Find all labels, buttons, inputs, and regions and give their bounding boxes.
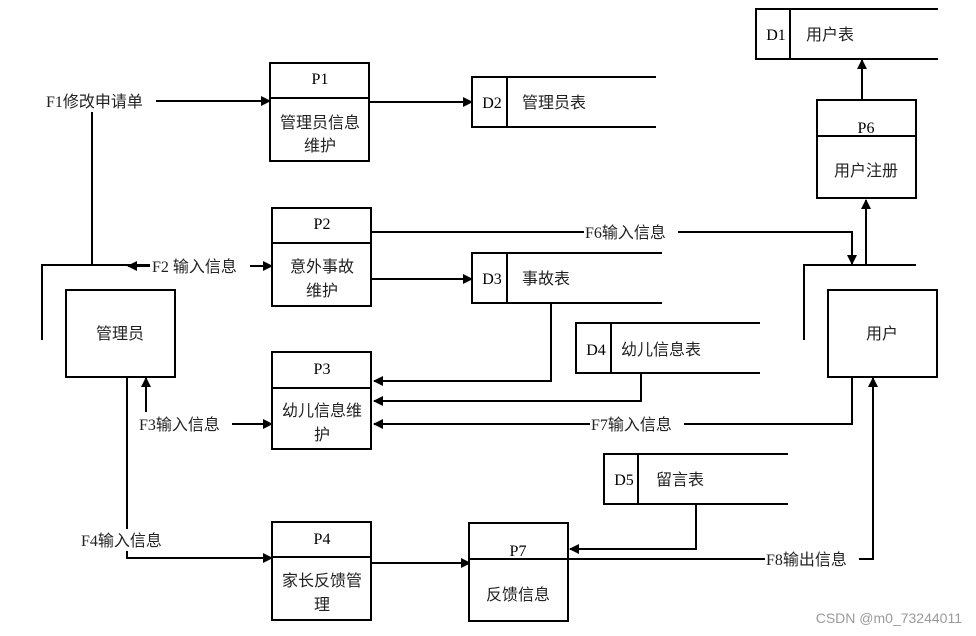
process-p2-name-2: 维护 (306, 282, 338, 300)
process-p2-name: 意外事故 (290, 257, 354, 276)
process-p3-id: P3 (314, 361, 331, 378)
datastore-d4-id: D4 (586, 342, 606, 359)
process-p3-name: 幼儿信息维 (282, 402, 362, 420)
process-p1-name: 管理员信息 (280, 114, 360, 132)
datastore-d5-id: D5 (614, 472, 634, 489)
process-p4-name-2: 理 (314, 597, 330, 614)
datastore-d3-id: D3 (482, 271, 502, 288)
user-entity-bracket (803, 264, 916, 340)
datastore-d2-name: 管理员表 (522, 94, 586, 112)
flow-f2-label: F2 输入信息 (152, 258, 237, 276)
flow-d4-p3 (373, 373, 642, 406)
datastore-d1-name: 用户表 (806, 26, 854, 44)
flow-f6-line (372, 231, 857, 265)
flow-f4-label: F4输入信息 (81, 532, 162, 550)
datastore-d2[interactable]: D2 管理员表 (471, 76, 656, 128)
process-p1-name-2: 维护 (304, 137, 336, 155)
datastore-d4[interactable]: D4 幼儿信息表 (575, 322, 760, 374)
process-p2[interactable]: P2 意外事故 维护 (271, 207, 372, 307)
process-p6-id: P6 (858, 120, 875, 137)
datastore-d5[interactable]: D5 留言表 (603, 453, 788, 505)
datastore-d1-id: D1 (766, 27, 786, 44)
process-p6[interactable]: P6 用户注册 (816, 99, 917, 199)
watermark: CSDN @m0_73244011 (816, 610, 962, 626)
datastore-d3-name: 事故表 (522, 270, 570, 288)
flow-f4-arrow (126, 551, 273, 563)
datastore-d3[interactable]: D3 事故表 (471, 252, 662, 304)
flow-f8-line (568, 377, 878, 560)
flow-d3-p3 (373, 303, 552, 386)
flow-f1-label: F1修改申请单 (46, 93, 143, 111)
process-p7-id: P7 (510, 543, 527, 560)
entity-admin[interactable]: 管理员 (65, 289, 176, 378)
entity-user[interactable]: 用户 (827, 289, 938, 378)
process-p7-name: 反馈信息 (486, 586, 550, 604)
process-p3-name-2: 护 (314, 426, 330, 444)
flow-d5-p7 (569, 504, 697, 554)
flow-f3-label: F3输入信息 (139, 416, 220, 434)
flow-f7-label: F7输入信息 (591, 416, 672, 434)
process-p4-id: P4 (314, 531, 331, 548)
admin-entity-bracket (41, 264, 150, 340)
flow-f7-line (373, 377, 853, 429)
process-p4[interactable]: P4 家长反馈管 理 (271, 521, 372, 621)
entity-admin-label: 管理员 (96, 325, 144, 343)
entity-user-label: 用户 (866, 325, 898, 343)
datastore-d5-name: 留言表 (656, 471, 704, 489)
process-p4-name: 家长反馈管 (282, 572, 362, 590)
process-p1[interactable]: P1 管理员信息 维护 (269, 62, 370, 162)
flow-f8-label: F8输出信息 (766, 551, 847, 569)
datastore-d4-name: 幼儿信息表 (621, 341, 701, 359)
flow-f6-label: F6输入信息 (585, 224, 666, 242)
process-p7[interactable]: P7 反馈信息 (468, 522, 569, 622)
datastore-d2-id: D2 (482, 95, 502, 112)
process-p2-id: P2 (314, 216, 331, 233)
datastore-d1[interactable]: D1 用户表 (755, 8, 938, 60)
process-p1-id: P1 (312, 71, 329, 88)
process-p3[interactable]: P3 幼儿信息维 护 (271, 351, 372, 450)
process-p6-name: 用户注册 (834, 162, 898, 180)
